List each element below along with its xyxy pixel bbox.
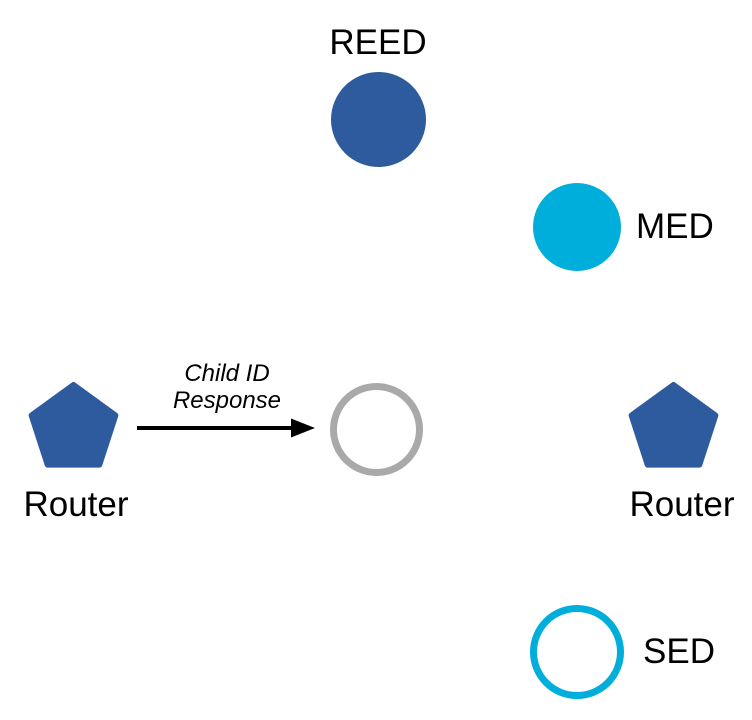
router-right-pentagon: [628, 382, 719, 468]
router-left-pentagon: [28, 382, 119, 468]
arrow-label-line2: Response: [172, 387, 282, 414]
sed-node-circle: [530, 605, 624, 699]
arrow-label-line1: Child ID: [184, 360, 270, 387]
sed-node-label: SED: [643, 632, 715, 671]
med-node-label: MED: [636, 207, 714, 246]
pentagon-shape: [628, 382, 719, 468]
joiner-node-circle: [330, 383, 423, 476]
router-right-label: Router: [629, 485, 735, 524]
reed-node-label: REED: [329, 23, 427, 62]
arrow-label: Child ID Response: [132, 360, 322, 414]
med-node-circle: [533, 183, 621, 271]
router-left-label: Router: [23, 485, 129, 524]
arrowhead-icon: [291, 418, 315, 438]
child-id-response-arrow: [137, 418, 315, 438]
reed-node-circle: [331, 72, 426, 167]
pentagon-shape: [28, 382, 119, 468]
